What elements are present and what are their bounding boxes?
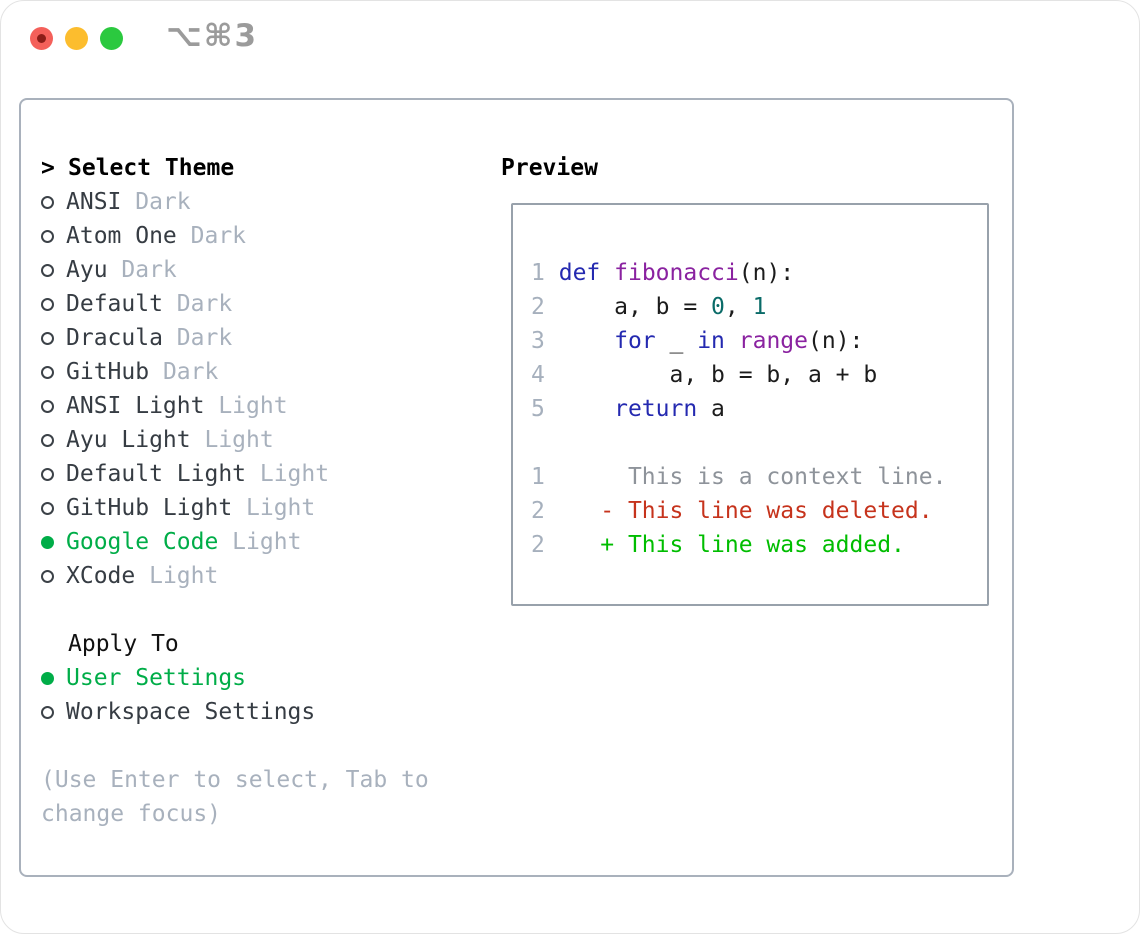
radio-icon	[41, 433, 54, 447]
theme-option-default[interactable]: Default Dark	[41, 287, 491, 321]
theme-variant: Dark	[149, 359, 219, 385]
theme-option-dracula[interactable]: Dracula Dark	[41, 321, 491, 355]
code-line: 3 for _ in range(n):	[531, 328, 864, 354]
radio-icon	[41, 229, 54, 243]
preview-box: 1 def fibonacci(n): 2 a, b = 0, 1 3 for _ …	[511, 203, 989, 606]
theme-variant: Light	[246, 461, 330, 487]
apply-option-label: User Settings	[66, 665, 247, 691]
theme-option-ayu-light[interactable]: Ayu Light Light	[41, 423, 491, 457]
theme-variant: Light	[190, 427, 274, 453]
code-line: 2 + This line was added.	[531, 532, 905, 558]
radio-icon	[41, 467, 54, 481]
theme-variant: Light	[232, 495, 316, 521]
select-theme-header: > Select Theme	[41, 151, 491, 185]
traffic-lights	[30, 27, 123, 50]
title-bar: ⌥⌘3	[1, 1, 1139, 98]
hint-line-2: change focus)	[41, 801, 222, 827]
theme-name: ANSI Light	[66, 393, 205, 419]
theme-name: Ayu Light	[66, 427, 191, 453]
theme-variant: Dark	[107, 257, 177, 283]
theme-name: Default Light	[66, 461, 247, 487]
theme-name: GitHub	[66, 359, 150, 385]
code-line: 1 This is a context line.	[531, 464, 947, 490]
spacer	[41, 593, 491, 627]
theme-variant: Dark	[176, 223, 247, 249]
spacer	[41, 729, 491, 763]
theme-variant: Light	[218, 529, 302, 555]
minimize-button[interactable]	[65, 27, 88, 50]
radio-icon	[41, 501, 54, 515]
theme-name: Atom One	[66, 223, 177, 249]
radio-icon	[41, 297, 54, 311]
zoom-button[interactable]	[100, 27, 123, 50]
radio-icon	[41, 331, 54, 345]
theme-option-ansi-light[interactable]: ANSI Light Light	[41, 389, 491, 423]
close-dot-icon	[37, 34, 46, 43]
select-theme-title: Select Theme	[68, 155, 235, 181]
preview-code: 1 def fibonacci(n): 2 a, b = 0, 1 3 for _ …	[531, 256, 946, 562]
prompt-icon: >	[41, 155, 55, 181]
theme-variant: Light	[135, 563, 219, 589]
code-line: 5 return a	[531, 396, 725, 422]
radio-icon	[41, 263, 54, 277]
window-shortcut-label: ⌥⌘3	[166, 18, 259, 54]
preview-title: Preview	[501, 155, 598, 181]
code-line: 1 def fibonacci(n):	[531, 260, 795, 286]
radio-icon	[41, 399, 54, 413]
code-line: 4 a, b = b, a + b	[531, 362, 878, 388]
theme-option-github[interactable]: GitHub Dark	[41, 355, 491, 389]
radio-icon	[41, 365, 54, 379]
theme-name: ANSI	[66, 189, 122, 215]
theme-variant: Light	[204, 393, 288, 419]
radio-icon	[41, 195, 54, 209]
radio-icon	[41, 569, 54, 583]
theme-name: GitHub Light	[66, 495, 233, 521]
radio-icon	[41, 705, 54, 719]
theme-name: Google Code	[66, 529, 219, 555]
radio-selected-icon	[41, 671, 54, 685]
theme-variant: Dark	[162, 325, 233, 351]
theme-option-github-light[interactable]: GitHub Light Light	[41, 491, 491, 525]
apply-to-header: Apply To	[68, 631, 179, 657]
theme-variant: Dark	[121, 189, 191, 215]
apply-option-label: Workspace Settings	[66, 699, 316, 725]
code-line: 2 a, b = 0, 1	[531, 294, 767, 320]
hint-line-1: (Use Enter to select, Tab to	[41, 767, 429, 793]
theme-name: Dracula	[66, 325, 163, 351]
theme-name: Default	[66, 291, 163, 317]
theme-name: Ayu	[66, 257, 108, 283]
code-line	[531, 426, 946, 460]
radio-selected-icon	[41, 535, 54, 549]
theme-variant: Dark	[162, 291, 233, 317]
theme-option-default-light[interactable]: Default Light Light	[41, 457, 491, 491]
theme-option-atom-one[interactable]: Atom One Dark	[41, 219, 491, 253]
theme-option-xcode[interactable]: XCode Light	[41, 559, 491, 593]
code-line: 2 - This line was deleted.	[531, 498, 933, 524]
theme-name: XCode	[66, 563, 136, 589]
apply-option-user-settings[interactable]: User Settings	[41, 661, 491, 695]
theme-option-ayu[interactable]: Ayu Dark	[41, 253, 491, 287]
close-button[interactable]	[30, 27, 53, 50]
theme-option-ansi[interactable]: ANSI Dark	[41, 185, 491, 219]
apply-option-workspace-settings[interactable]: Workspace Settings	[41, 695, 491, 729]
theme-option-google-code[interactable]: Google Code Light	[41, 525, 491, 559]
